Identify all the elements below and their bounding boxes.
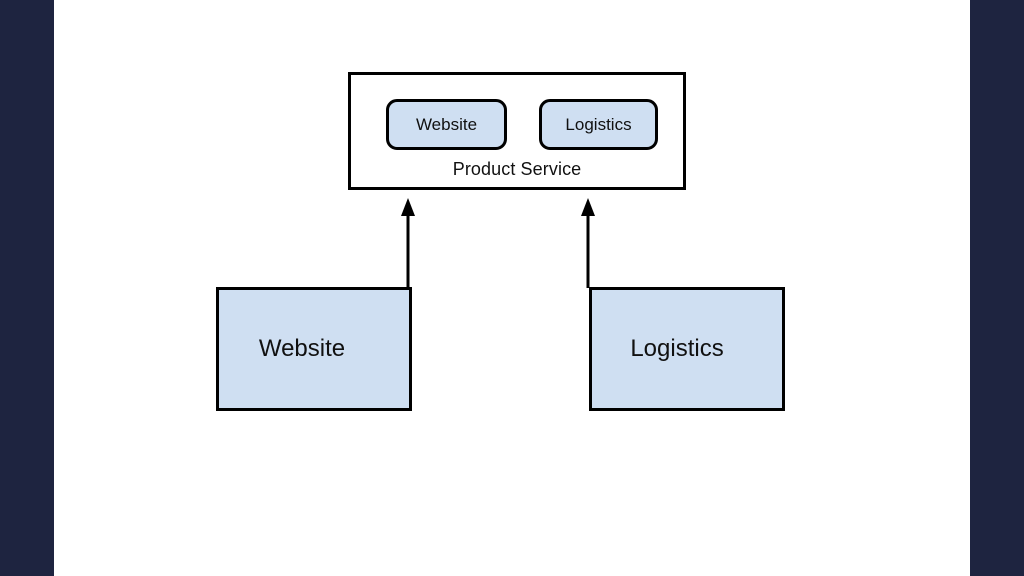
chip-website[interactable]: Website [386, 99, 507, 150]
letterbox-bar-right [970, 0, 1024, 576]
letterbox-bar-left [0, 0, 54, 576]
block-logistics[interactable]: Logistics [589, 287, 785, 411]
arrow-website-to-product-service [397, 198, 419, 288]
chip-website-label: Website [415, 114, 478, 134]
arrow-logistics-to-product-service [577, 198, 599, 288]
block-website-label: Website [258, 335, 346, 362]
block-website[interactable]: Website [216, 287, 412, 411]
product-service-container[interactable]: Website Logistics Product Service [348, 72, 686, 190]
block-logistics-label: Logistics [630, 335, 724, 362]
chip-logistics-label: Logistics [565, 114, 632, 134]
chip-logistics[interactable]: Logistics [539, 99, 658, 150]
product-service-label: Product Service [452, 159, 582, 179]
